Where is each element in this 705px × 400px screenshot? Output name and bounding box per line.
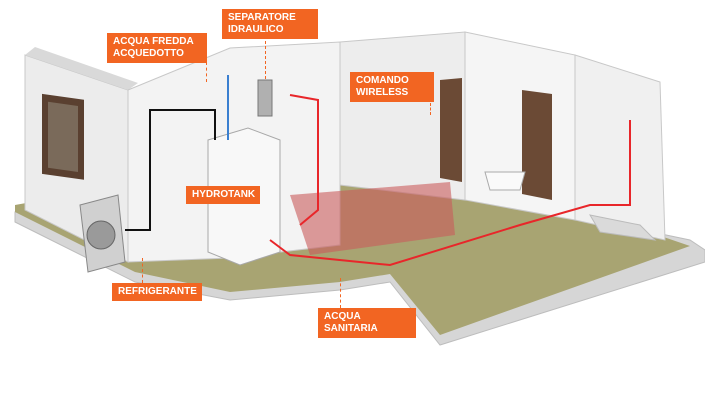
label-hydrotank: HYDROTANK xyxy=(186,186,260,204)
left-wall-top xyxy=(25,47,138,90)
heating-pipe xyxy=(289,94,319,226)
sink xyxy=(484,171,526,191)
leader-acqua-fredda xyxy=(206,62,208,82)
label-comando-wireless: COMANDO WIRELESS xyxy=(350,72,434,102)
shower-wall xyxy=(574,54,666,241)
heat-pump-fan xyxy=(86,220,116,250)
refrigerant-pipe xyxy=(125,109,216,231)
leader-separatore xyxy=(265,41,267,79)
window-glass xyxy=(48,101,78,172)
label-refrigerante: REFRIGERANTE xyxy=(112,283,202,301)
separator-cylinder xyxy=(257,79,273,117)
label-separatore-idraulico: SEPARATORE IDRAULICO xyxy=(222,9,318,39)
bathroom-wall xyxy=(464,31,576,221)
shower-tray xyxy=(589,214,657,241)
door-2 xyxy=(522,90,552,200)
leader-comando xyxy=(430,103,432,115)
label-acqua-fredda-acquedotto: ACQUA FREDDA ACQUEDOTTO xyxy=(107,33,207,63)
underfloor-heating xyxy=(290,182,455,255)
label-acqua-sanitaria: ACQUA SANITARIA xyxy=(318,308,416,338)
door-1 xyxy=(440,78,462,182)
sanitary-water-pipe xyxy=(269,120,631,267)
leader-acqua-sanitaria xyxy=(340,278,342,308)
leader-refrigerante xyxy=(142,258,144,283)
